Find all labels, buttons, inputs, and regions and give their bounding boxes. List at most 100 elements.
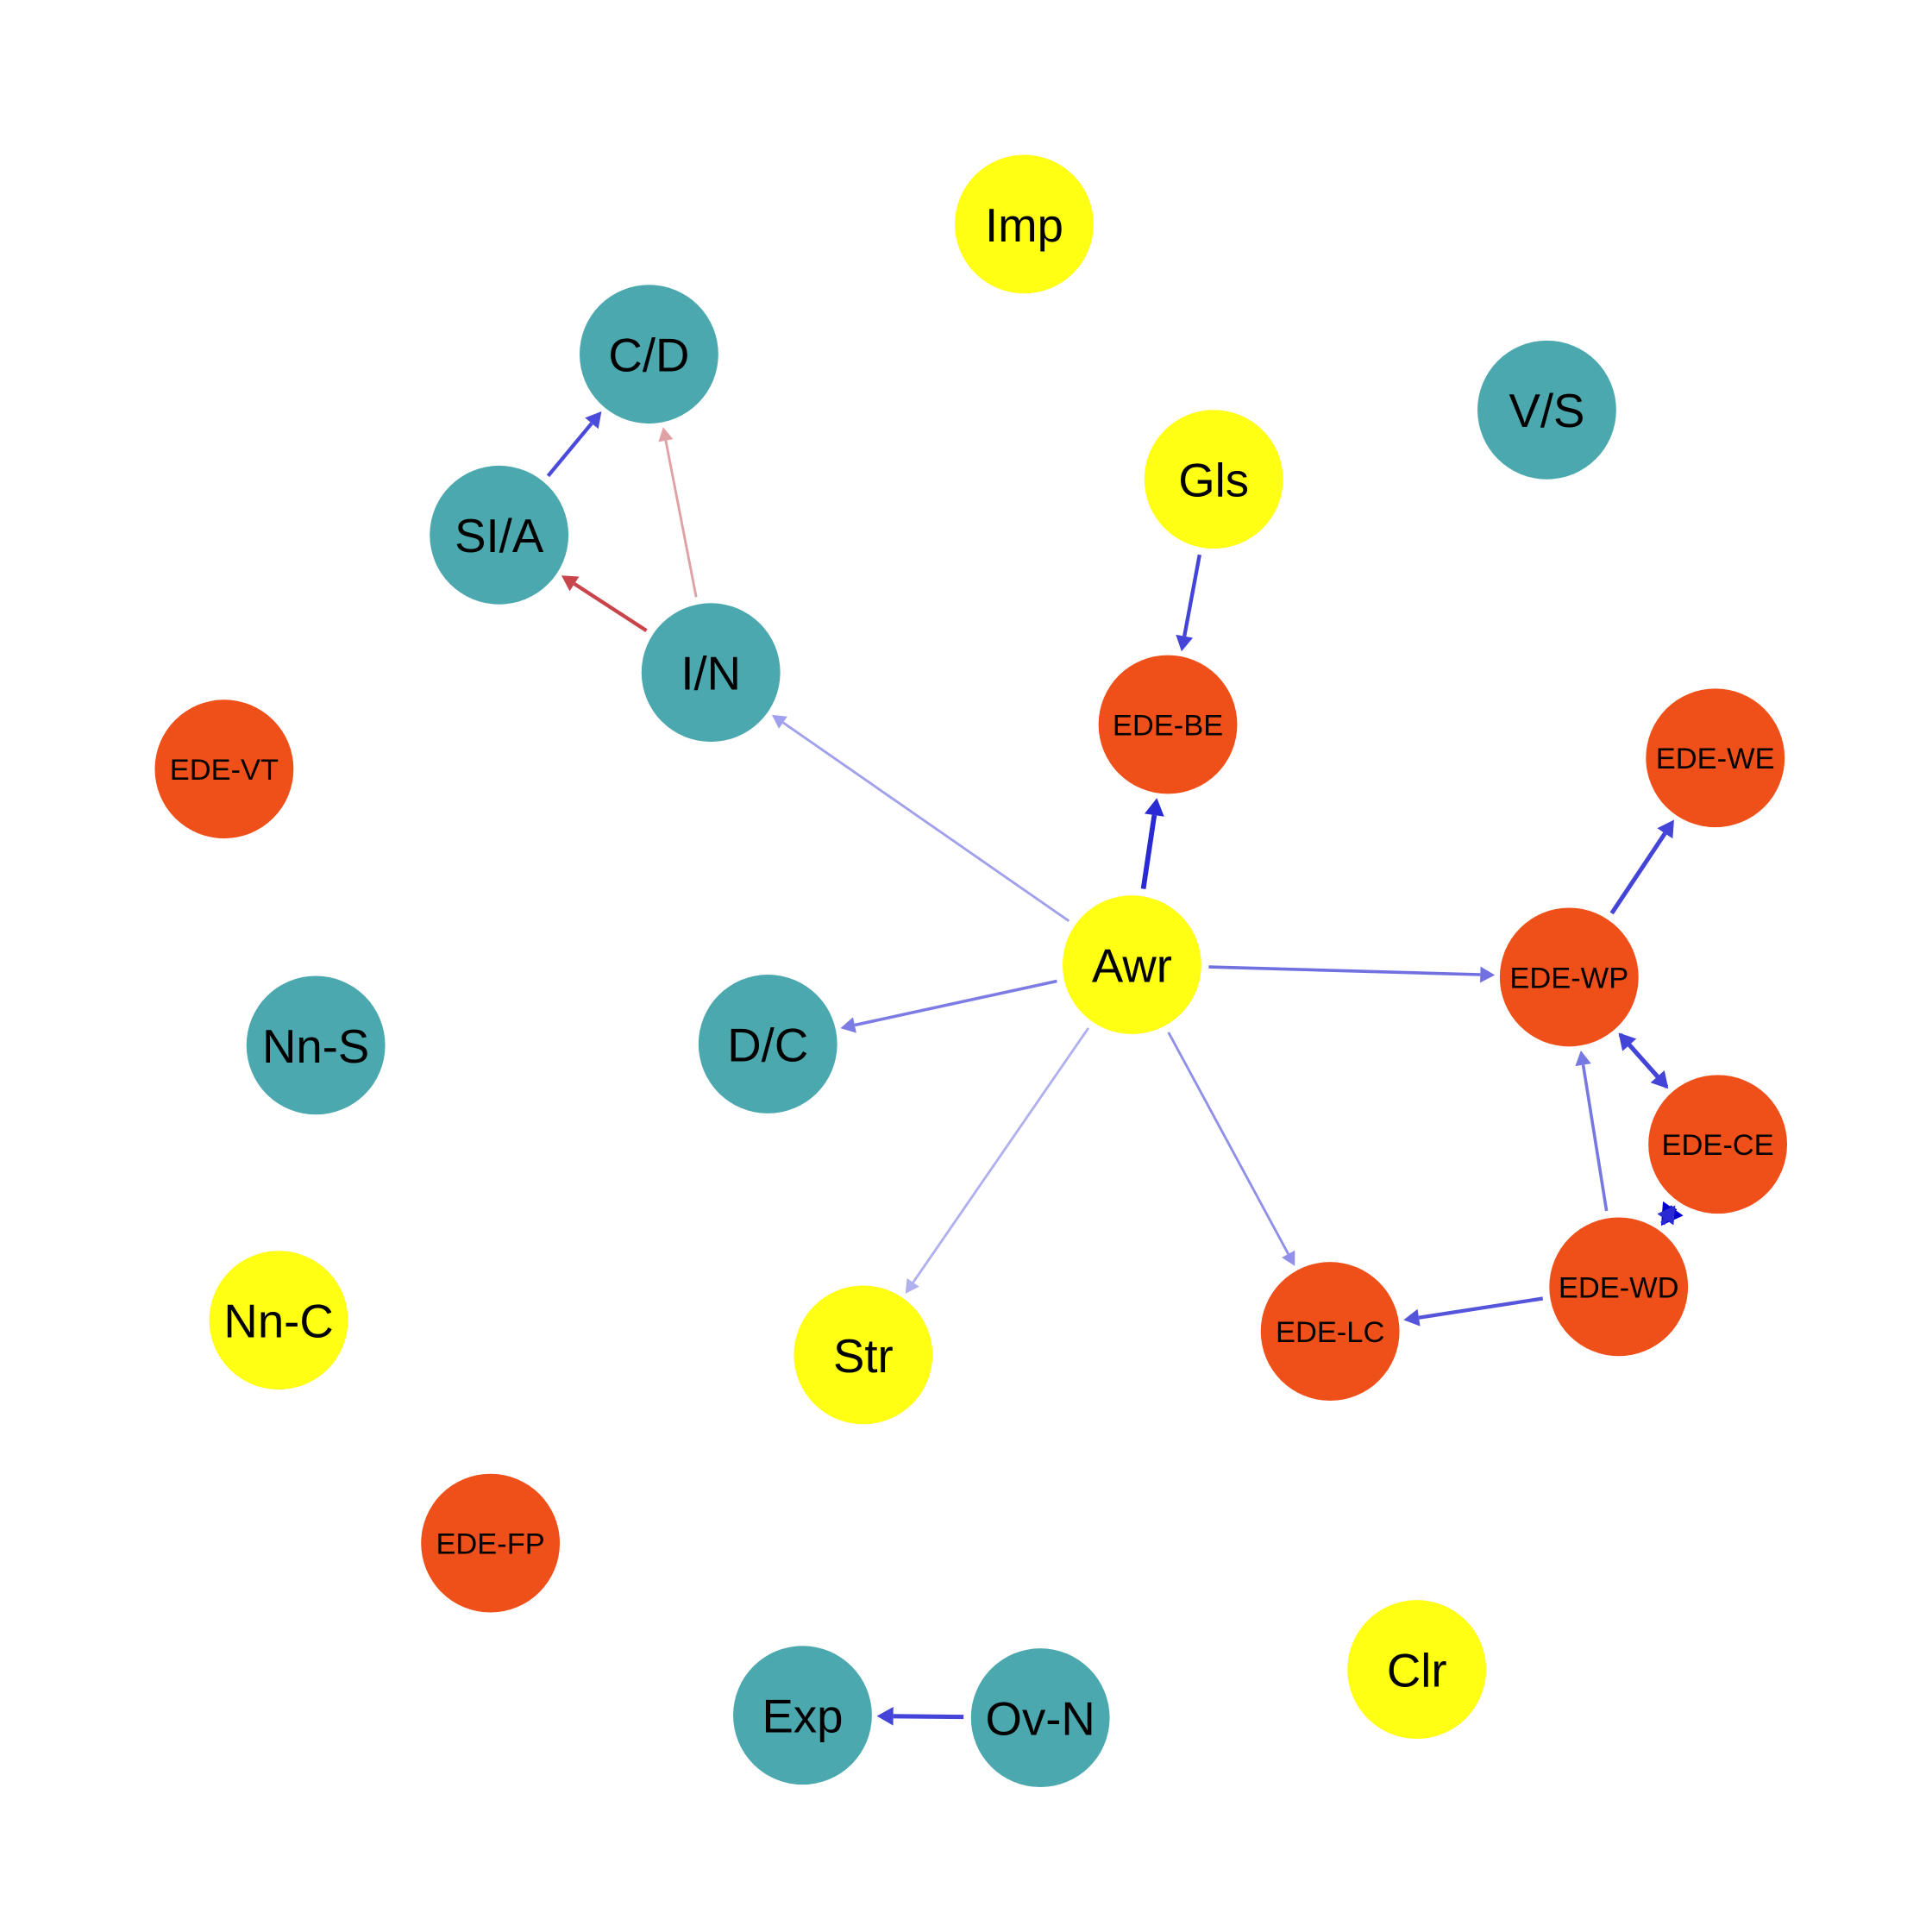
node-circle	[154, 699, 294, 839]
node-label: SI/A	[455, 510, 544, 562]
node-label: EDE-FP	[436, 1528, 544, 1561]
node-label: EDE-VT	[170, 754, 279, 787]
node-label: Gls	[1178, 455, 1249, 507]
node-gls[interactable]: Gls	[1144, 410, 1283, 549]
node-circle	[794, 1285, 933, 1425]
edge-awr-to-ede-lc	[1167, 1032, 1295, 1266]
node-circle	[1063, 895, 1201, 1034]
node-label: Nn-S	[262, 1020, 369, 1073]
edge-ede-wp-to-ede-ce	[1618, 1032, 1669, 1089]
edge-line	[1660, 1218, 1668, 1226]
edge-i-n-to-c-d	[658, 427, 698, 598]
node-nn-s[interactable]: Nn-S	[246, 975, 386, 1115]
node-label: I/N	[681, 648, 741, 700]
edge-ede-wd-to-ede-wp	[1575, 1050, 1609, 1212]
node-circle	[733, 1646, 872, 1785]
node-ov-n[interactable]: Ov-N	[970, 1648, 1110, 1787]
edge-gls-to-ede-be	[1176, 554, 1201, 652]
node-label: EDE-CE	[1661, 1129, 1773, 1162]
node-imp[interactable]: Imp	[955, 154, 1094, 294]
arrowhead-icon	[658, 427, 674, 442]
edge-ede-wp-to-ede-we	[1609, 819, 1674, 915]
node-ede-lc[interactable]: EDE-LC	[1260, 1262, 1400, 1401]
node-label: Exp	[762, 1690, 843, 1743]
edge-line	[1618, 1032, 1659, 1078]
node-ede-we[interactable]: EDE-WE	[1646, 688, 1785, 828]
node-circle	[1144, 410, 1283, 549]
edge-ede-wd-to-ede-ce	[1657, 1205, 1676, 1226]
node-ede-wd[interactable]: EDE-WD	[1549, 1217, 1689, 1357]
node-circle	[1477, 340, 1616, 480]
edge-line	[893, 1714, 964, 1720]
arrowhead-icon	[1480, 966, 1496, 983]
node-circle	[1260, 1262, 1400, 1401]
node-i-n[interactable]: I/N	[641, 603, 781, 743]
edge-line	[1609, 831, 1667, 915]
node-label: EDE-WP	[1509, 962, 1628, 994]
arrowhead-icon	[1282, 1250, 1295, 1266]
node-c-d[interactable]: C/D	[580, 285, 718, 424]
edge-line	[1167, 1032, 1289, 1255]
edge-line	[664, 440, 698, 598]
edge-awr-to-str	[905, 1027, 1090, 1294]
node-circle	[1646, 688, 1785, 828]
node-ede-fp[interactable]: EDE-FP	[421, 1473, 561, 1613]
edge-line	[854, 979, 1057, 1027]
node-ede-be[interactable]: EDE-BE	[1098, 655, 1238, 794]
node-circle	[1347, 1600, 1487, 1739]
arrowhead-icon	[585, 411, 602, 430]
node-label: D/C	[727, 1019, 808, 1071]
arrowhead-icon	[771, 714, 787, 729]
node-circle	[1549, 1217, 1689, 1357]
arrowhead-icon	[1403, 1308, 1421, 1327]
node-circle	[421, 1473, 561, 1613]
node-exp[interactable]: Exp	[733, 1646, 872, 1785]
arrowhead-icon	[1144, 798, 1164, 817]
edge-awr-to-ede-wp	[1208, 965, 1496, 983]
edge-line	[912, 1027, 1090, 1283]
edge-line	[1140, 814, 1157, 889]
arrowhead-icon	[1657, 1205, 1676, 1226]
node-circle	[1499, 907, 1639, 1047]
edge-line	[573, 582, 648, 633]
node-v-s[interactable]: V/S	[1477, 340, 1616, 480]
node-circle	[209, 1251, 348, 1390]
edge-line	[782, 721, 1070, 922]
edge-line	[1581, 1064, 1609, 1212]
edge-awr-to-i-n	[771, 714, 1070, 922]
node-label: Ov-N	[986, 1693, 1095, 1746]
node-circle	[698, 975, 837, 1113]
node-label: EDE-BE	[1113, 709, 1223, 742]
node-label: EDE-WE	[1656, 743, 1775, 775]
edge-awr-to-d-c	[840, 979, 1057, 1033]
node-awr[interactable]: Awr	[1063, 895, 1201, 1034]
edge-si-a-to-c-d	[546, 411, 602, 478]
node-label: Clr	[1387, 1645, 1447, 1697]
node-nn-c[interactable]: Nn-C	[209, 1251, 348, 1390]
node-circle	[246, 975, 386, 1115]
node-ede-vt[interactable]: EDE-VT	[154, 699, 294, 839]
node-circle	[430, 465, 569, 605]
edge-awr-to-ede-be	[1140, 798, 1164, 889]
edge-line	[1418, 1296, 1544, 1320]
node-si-a[interactable]: SI/A	[430, 465, 569, 605]
edge-i-n-to-si-a	[561, 575, 648, 633]
edges-layer	[546, 411, 1684, 1726]
node-circle	[580, 285, 718, 424]
arrowhead-icon	[905, 1278, 919, 1294]
node-clr[interactable]: Clr	[1347, 1600, 1487, 1739]
arrowhead-icon	[1575, 1050, 1591, 1067]
edge-line	[546, 422, 593, 478]
edge-ov-n-to-exp	[876, 1707, 964, 1726]
node-label: Awr	[1092, 940, 1172, 993]
node-label: Nn-C	[223, 1295, 333, 1348]
node-label: Imp	[985, 199, 1063, 252]
node-str[interactable]: Str	[794, 1285, 933, 1425]
node-d-c[interactable]: D/C	[698, 975, 837, 1113]
node-ede-wp[interactable]: EDE-WP	[1499, 907, 1639, 1047]
arrowhead-icon	[1650, 1070, 1669, 1089]
node-circle	[1648, 1075, 1787, 1214]
node-ede-ce[interactable]: EDE-CE	[1648, 1075, 1787, 1214]
